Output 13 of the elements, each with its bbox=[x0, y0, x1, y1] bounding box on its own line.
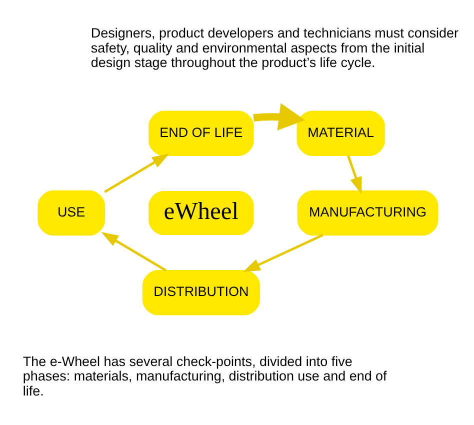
arrow bbox=[101, 232, 166, 271]
node-box: MATERIAL bbox=[296, 110, 385, 156]
arrow bbox=[347, 154, 362, 194]
node-box: USE bbox=[38, 190, 105, 236]
label: The e-Wheel has several check-points, divided into five phases: materials, manufacturing, distribution use and end of life. bbox=[22, 353, 387, 398]
label: Designers, product developers and technicians must consider safety, quality and environmental aspects from the initial design stage throughout the product’s life cycle. bbox=[90, 25, 459, 70]
arrow bbox=[104, 153, 170, 192]
node-box: eWheel bbox=[148, 190, 254, 235]
arrow bbox=[253, 102, 306, 130]
node-box: DISTRIBUTION bbox=[142, 269, 260, 315]
node-box: END OF LIFE bbox=[148, 110, 254, 156]
node-box: MANUFACTURING bbox=[297, 190, 438, 236]
arrow bbox=[242, 234, 324, 272]
